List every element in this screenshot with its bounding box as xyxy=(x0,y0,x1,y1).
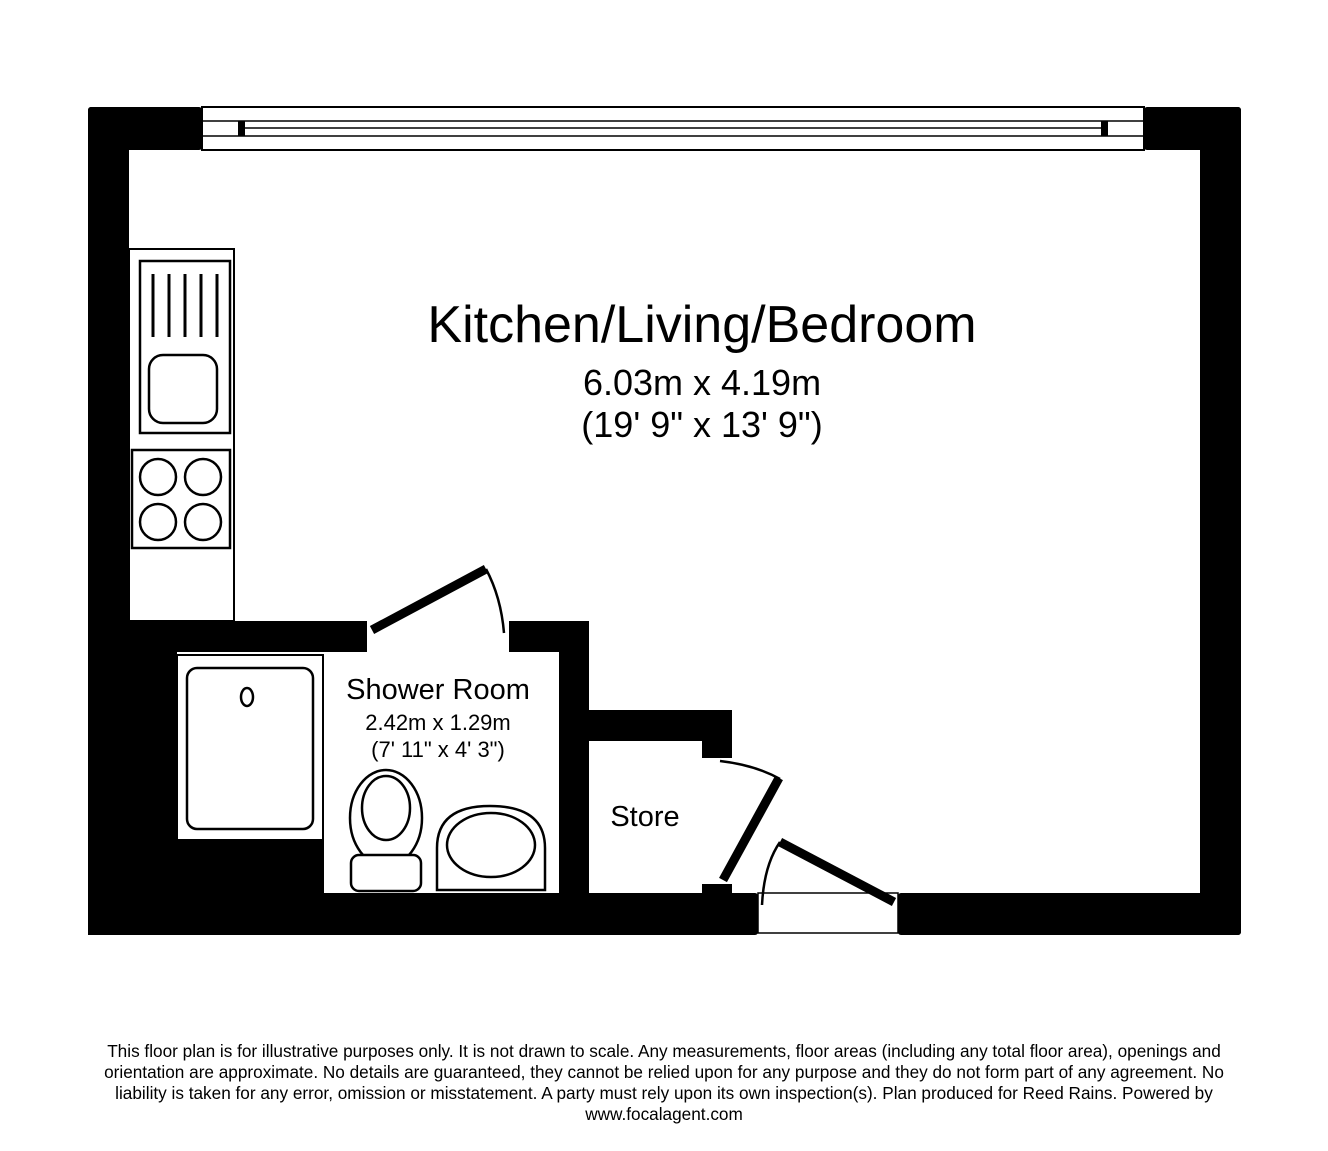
toilet-icon xyxy=(348,768,424,893)
disclaimer-line: orientation are approximate. No details … xyxy=(104,1062,1224,1082)
exterior-walls xyxy=(88,107,1241,935)
floor-plan-drawing xyxy=(88,106,1241,935)
disclaimer-line: liability is taken for any error, omissi… xyxy=(115,1083,1213,1103)
room-name: Store xyxy=(610,801,680,833)
room-label-shower-room: Shower Room 2.42m x 1.29m (7' 11" x 4' 3… xyxy=(318,676,558,761)
shower-tray-icon xyxy=(176,654,324,841)
disclaimer-line: www.focalagent.com xyxy=(585,1104,743,1124)
room-label-store: Store xyxy=(595,803,695,832)
interior-walls xyxy=(129,621,732,896)
hob-four-burner-icon xyxy=(130,448,232,550)
room-dimensions-imperial: (7' 11" x 4' 3") xyxy=(371,737,505,762)
room-dimensions-metric: 6.03m x 4.19m xyxy=(582,362,822,403)
room-dimensions-imperial: (19' 9" x 13' 9") xyxy=(581,404,823,445)
store-door-swing-icon xyxy=(719,759,783,883)
room-name: Shower Room xyxy=(346,674,530,706)
room-name: Kitchen/Living/Bedroom xyxy=(427,296,977,354)
window-icon xyxy=(201,106,1145,151)
shower-room-door-swing-icon xyxy=(369,565,506,634)
sink-drainer-icon xyxy=(138,259,232,435)
disclaimer-text: This floor plan is for illustrative purp… xyxy=(40,1041,1288,1125)
disclaimer-line: This floor plan is for illustrative purp… xyxy=(107,1041,1221,1061)
room-label-kitchen-living-bedroom: Kitchen/Living/Bedroom 6.03m x 4.19m (19… xyxy=(400,299,1004,443)
entrance-door-swing-icon xyxy=(757,838,899,934)
wash-basin-icon xyxy=(435,804,547,892)
room-dimensions-metric: 2.42m x 1.29m xyxy=(365,710,511,735)
